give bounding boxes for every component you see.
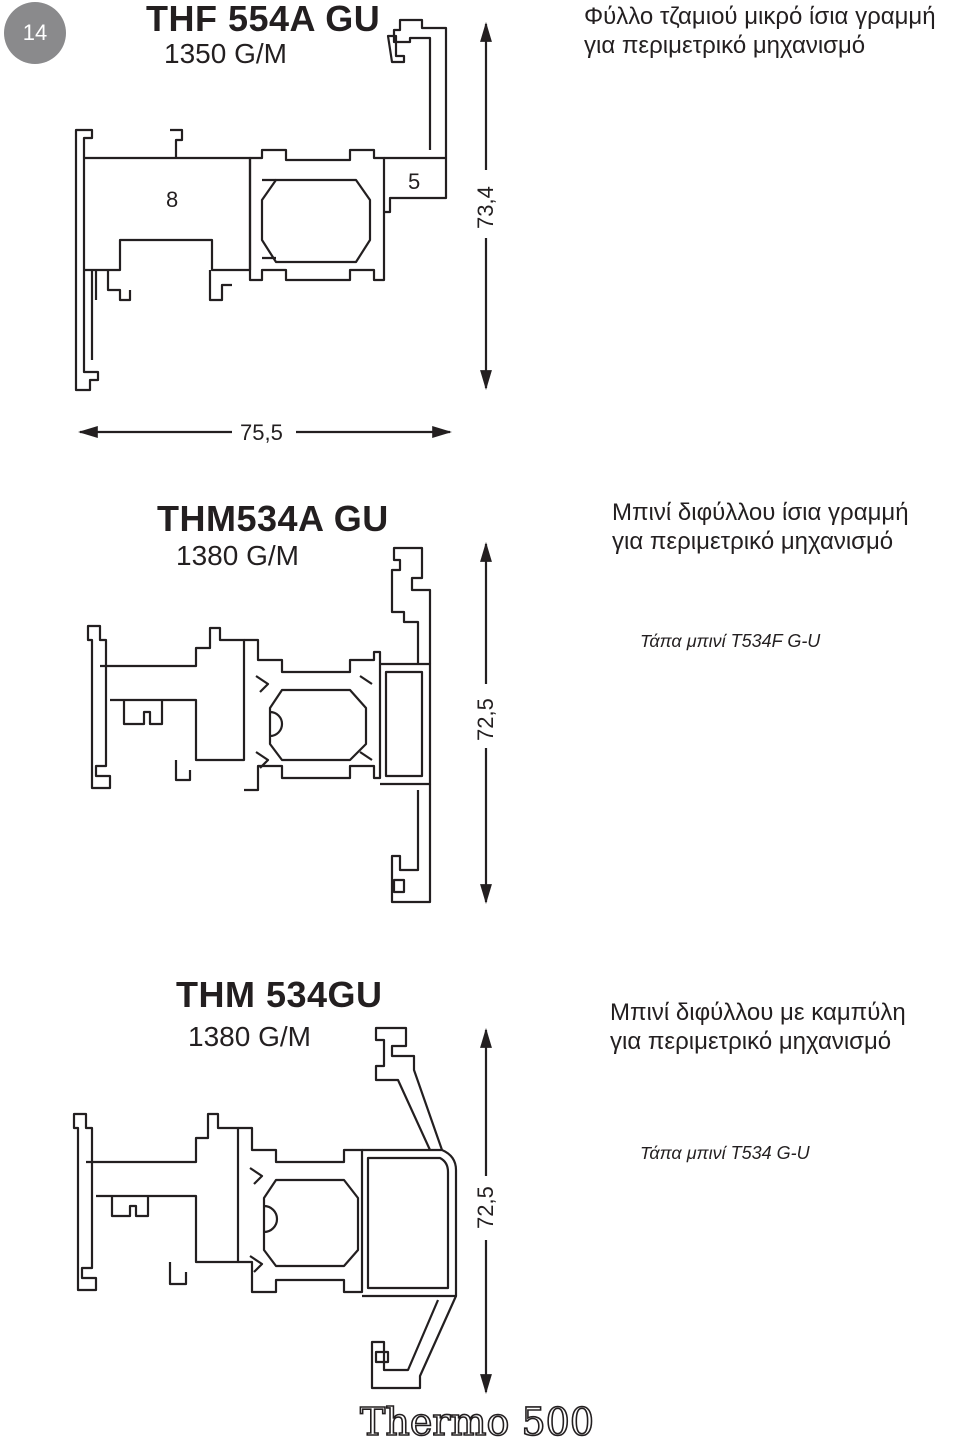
page-number-badge: 14: [4, 2, 66, 64]
profile-description-3-line-1: Μπινί διφύλλου με καμπύλη: [610, 999, 906, 1026]
end-cap-caption-2: Τάπα μπινί T534F G-U: [640, 631, 821, 651]
end-cap-caption-3: Τάπα μπινί T534 G-U: [640, 1143, 810, 1163]
profile-1-center-outer: [248, 148, 386, 282]
profile-1-right-hook: [386, 34, 406, 64]
profile-2-left-upright: [86, 624, 112, 790]
profile-description-2-line-2: για περιμετρικό μηχανισμό: [612, 528, 894, 555]
profile-code-1: THF 554A GU: [146, 0, 381, 39]
profile-3-center-outer: [238, 1126, 364, 1294]
profile-2-center-outer: [244, 638, 382, 792]
profile-2-right-box: [380, 662, 432, 786]
profile-weight-3: 1380 G/M: [188, 1021, 311, 1052]
profile-1-left-chamber: [84, 156, 252, 272]
profile-3-center-inner: [262, 1178, 360, 1268]
profile-2-left-teeth: [122, 700, 192, 782]
profile-drawing-1: [74, 18, 492, 438]
profile-1-center-inner: [260, 178, 372, 264]
profile-description-3-line-2: για περιμετρικό μηχανισμό: [610, 1028, 892, 1055]
inner-dimension-left: 8: [166, 187, 179, 212]
profile-description-2-line-1: Μπινί διφύλλου ίσια γραμμή: [612, 499, 909, 526]
profile-2-center-round-groove: [269, 710, 284, 738]
profile-drawing-2: [86, 542, 492, 904]
profile-3-right-box: [362, 1148, 458, 1298]
profile-3-claws: [249, 1167, 264, 1273]
profile-3-center-round-groove: [263, 1204, 279, 1234]
profile-2-bottom-hook: [392, 878, 406, 894]
width-dimension-1: 75,5: [240, 420, 283, 445]
profile-2-right-stem-top: [390, 546, 432, 664]
profile-code-3: THM 534GU: [176, 974, 383, 1015]
profile-description-1-line-1: Φύλλο τζαμιού μικρό ίσια γραμμή: [584, 3, 936, 30]
profile-drawing-3: [72, 1026, 492, 1394]
profile-2-right-stem-bottom: [390, 784, 432, 904]
profile-3-left-teeth: [110, 1196, 188, 1286]
brand-logo: Thermo 500: [359, 1399, 595, 1444]
profile-1-top-lip: [170, 128, 184, 158]
profile-1-left-upright: [74, 128, 100, 392]
profile-2-left-chamber: [100, 626, 246, 762]
inner-dimension-right: 5: [408, 169, 421, 194]
profile-1-right-stem: [392, 18, 448, 158]
profile-2-right-box-inner: [384, 670, 424, 778]
profile-3-bottom-hook: [374, 1350, 390, 1364]
profile-weight-1: 1350 G/M: [164, 38, 287, 69]
profile-2-claws: [255, 675, 373, 769]
profile-1-claw-left: [262, 178, 276, 260]
profile-3-curved-stem-bottom: [370, 1295, 458, 1390]
profile-3-left-upright: [72, 1112, 98, 1292]
profile-description-1-line-2: για περιμετρικό μηχανισμό: [584, 32, 866, 59]
profile-3-curved-stem-top: [374, 1026, 444, 1151]
profile-1-lower-teeth: [94, 270, 232, 302]
profile-code-2: THM534A GU: [157, 498, 389, 539]
profile-weight-2: 1380 G/M: [176, 540, 299, 571]
profile-3-left-chamber: [86, 1112, 240, 1264]
profile-2-center-inner: [268, 688, 368, 762]
profile-1-right-box: [384, 156, 448, 214]
profile-3-right-box-inner: [366, 1156, 450, 1290]
